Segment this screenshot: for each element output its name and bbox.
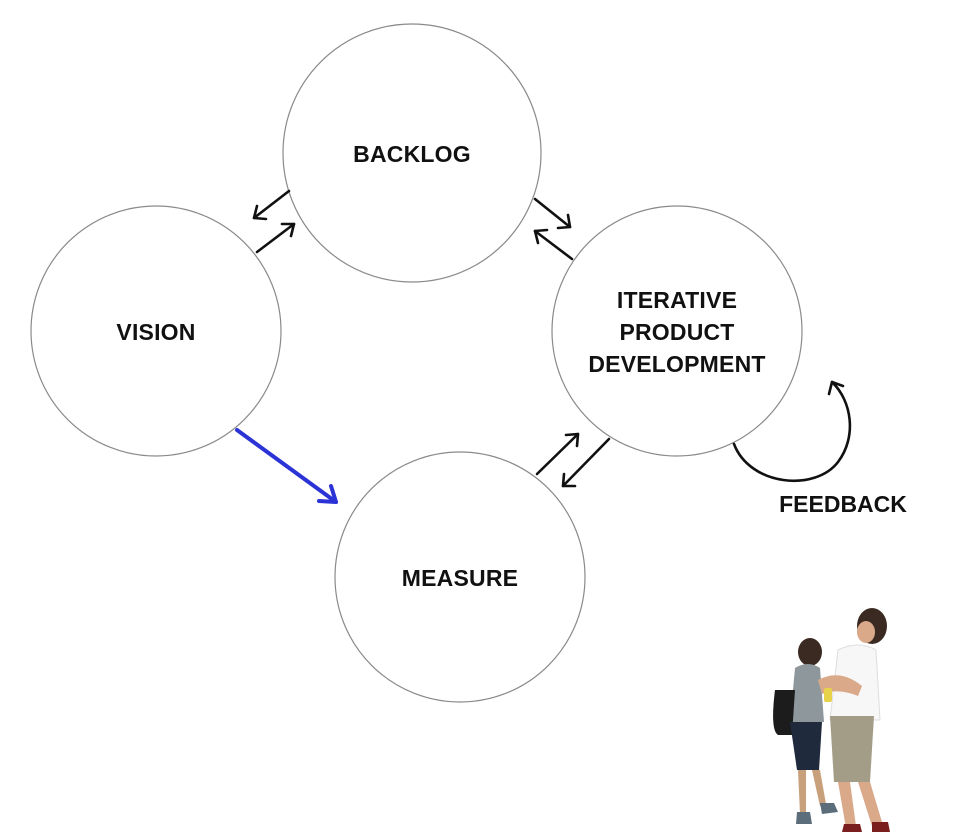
node-measure: MEASURE (334, 451, 586, 703)
iterative-label-line-3: DEVELOPMENT (588, 351, 765, 377)
vision-circle (30, 205, 282, 457)
feedback-label: FEEDBACK (779, 491, 907, 517)
iterative-circle (551, 205, 803, 457)
arrow-iterative-to-backlog (533, 228, 574, 261)
measure-circle (334, 451, 586, 703)
backlog-label: BACKLOG (353, 141, 471, 167)
arrow-iterative-to-measure (561, 437, 611, 488)
arrow-backlog-to-iterative (533, 197, 572, 230)
iterative-label-line-2: PRODUCT (619, 319, 734, 345)
person-left (773, 638, 838, 824)
backlog-circle (282, 23, 542, 283)
iterative-label-line-1: ITERATIVE (617, 287, 737, 313)
arrow-vision-to-measure (235, 428, 338, 504)
node-iterative-product-development: ITERATIVE PRODUCT DEVELOPMENT (551, 205, 803, 457)
node-backlog: BACKLOG (282, 23, 542, 283)
feedback-loop-arrow (732, 380, 852, 482)
person-right (818, 608, 890, 832)
arrow-measure-to-iterative (535, 432, 580, 476)
arrow-backlog-to-vision (252, 189, 291, 221)
measure-label: MEASURE (402, 565, 518, 591)
node-vision: VISION (30, 205, 282, 457)
arrow-vision-to-backlog (255, 222, 296, 254)
vision-label: VISION (116, 319, 195, 345)
people-looking-up-illustration (773, 608, 890, 832)
feedback-loop: FEEDBACK (732, 380, 907, 517)
